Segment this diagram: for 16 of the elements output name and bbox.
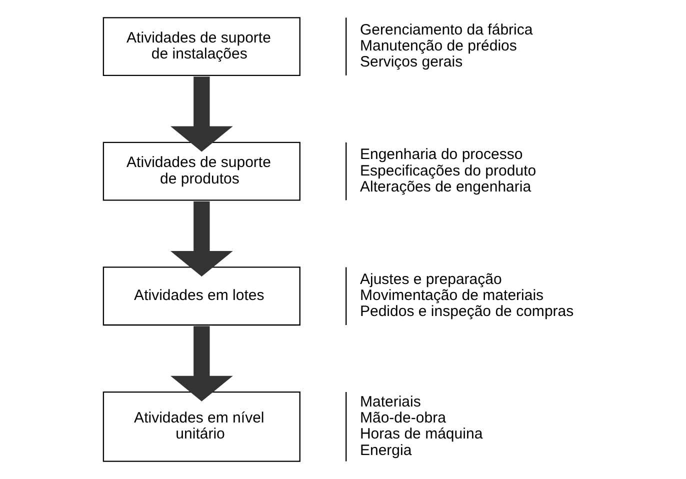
- node-label: Especificações do produto: [359, 162, 536, 180]
- node-label: Materiais: [359, 393, 420, 410]
- node-label: Pedidos e inspeção de compras: [359, 303, 574, 320]
- node-label: Ajustes e preparação: [359, 270, 502, 288]
- node-label: Gerenciamento da fábrica: [359, 21, 532, 38]
- node-label: Serviços gerais: [359, 54, 462, 71]
- node-label: Energia: [359, 442, 412, 459]
- arrow: [170, 201, 232, 277]
- arrow: [170, 326, 232, 402]
- node-label: Horas de máquina: [359, 426, 482, 443]
- node-label: Alterações de engenharia: [359, 178, 531, 196]
- node-label: Manutenção de prédios: [359, 37, 516, 54]
- node-label: Movimentação de materiais: [359, 287, 544, 304]
- arrow: [170, 76, 232, 152]
- node-label: Mão-de-obra: [359, 410, 446, 427]
- node-label: Engenharia do processo: [359, 146, 522, 164]
